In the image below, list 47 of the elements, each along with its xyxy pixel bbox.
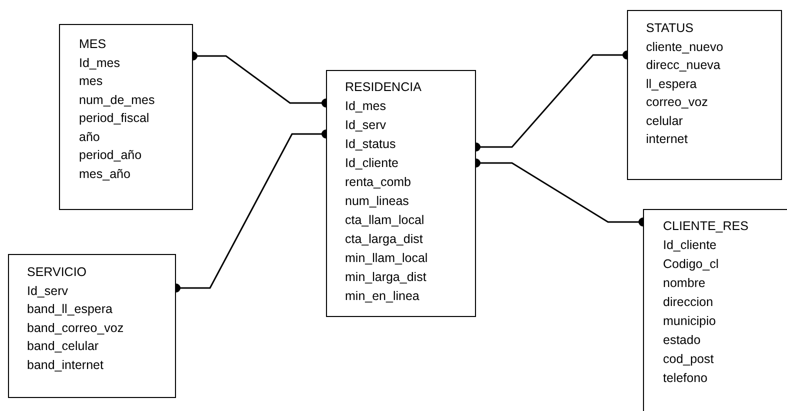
field-name: internet <box>646 131 688 148</box>
entity-table <box>627 10 782 180</box>
field-name: Id_cliente <box>663 237 717 254</box>
table-name: CLIENTE_RES <box>663 218 748 235</box>
field-name: cliente_nuevo <box>646 38 724 56</box>
field-name: direccion <box>663 294 714 311</box>
field-name: Codigo_cl <box>663 256 719 273</box>
field-name: Id_status <box>345 136 396 153</box>
entity-table <box>643 209 787 411</box>
field-name: period_fiscal <box>79 110 150 127</box>
table-name: SERVICIO <box>27 264 87 281</box>
field-name: Id_serv <box>27 282 68 300</box>
field-name: num_de_mes <box>79 92 155 108</box>
field-name: Id_mes <box>79 54 120 72</box>
field-name: ll_espera <box>646 76 697 93</box>
field-name: nombre <box>663 275 706 292</box>
field-name: telefono <box>663 370 708 387</box>
field-name: municipio <box>663 313 716 330</box>
field-name: band_ll_espera <box>27 301 112 318</box>
field-name: Id_serv <box>345 117 386 134</box>
entity-table <box>59 24 193 210</box>
entity-table <box>8 254 176 398</box>
table-name: RESIDENCIA <box>345 79 422 96</box>
field-name: cta_larga_dist <box>345 231 423 248</box>
field-name: renta_comb <box>345 174 412 191</box>
field-name: num_lineas <box>345 193 409 210</box>
field-name: min_en_linea <box>345 288 420 305</box>
table-name: STATUS <box>646 20 694 37</box>
field-name: band_internet <box>27 356 104 374</box>
field-name: mes_año <box>79 166 130 182</box>
entity-table <box>326 70 476 317</box>
field-name: correo_voz <box>646 94 708 111</box>
field-name: mes <box>79 73 103 90</box>
table-name: MES <box>79 36 106 53</box>
field-name: band_correo_voz <box>27 320 124 336</box>
field-name: band_celular <box>27 338 99 355</box>
field-name: estado <box>663 332 701 349</box>
field-name: cta_llam_local <box>345 212 424 229</box>
field-name: Id_mes <box>345 98 386 115</box>
field-name: min_larga_dist <box>345 269 426 286</box>
field-name: año <box>79 128 100 146</box>
field-name: cod_post <box>663 351 714 368</box>
field-name: period_año <box>79 147 142 164</box>
field-name: Id_cliente <box>345 155 399 172</box>
field-name: direcc_nueva <box>646 57 720 74</box>
field-name: celular <box>646 112 683 130</box>
field-name: min_llam_local <box>345 250 428 267</box>
